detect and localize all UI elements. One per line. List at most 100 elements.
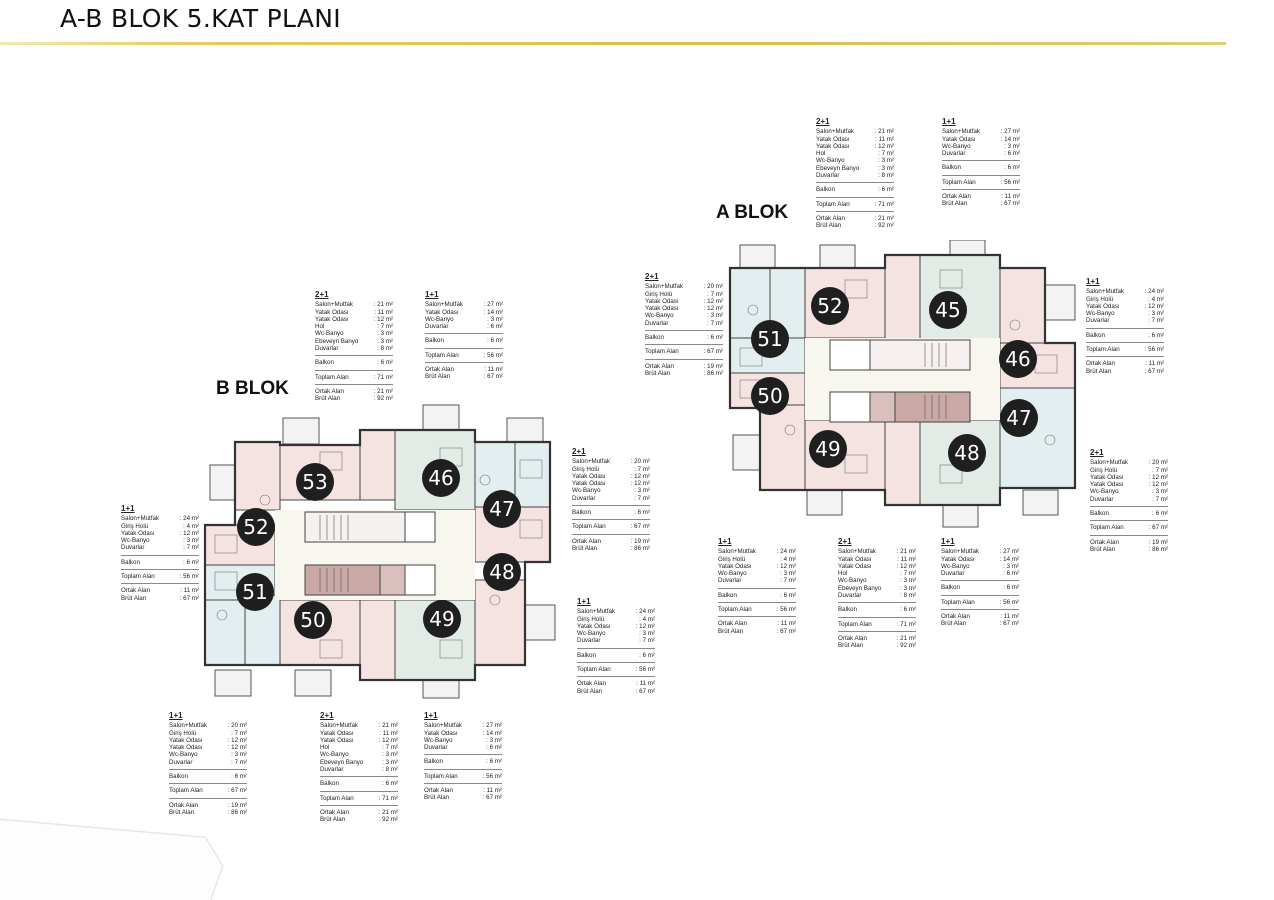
- spec-value: : 24 m²: [179, 515, 199, 523]
- spec-label: Duvarlar: [425, 323, 449, 331]
- unit-badge-53[interactable]: 53: [296, 463, 334, 501]
- spec-value: : 6 m²: [487, 323, 503, 331]
- spec-value: : 12 m²: [630, 480, 650, 488]
- spec-value: : 21 m²: [373, 301, 393, 309]
- spec-value: : 12 m²: [227, 736, 247, 744]
- spec-label: Balkon: [718, 591, 737, 599]
- spec-label: Ortak Alan: [577, 680, 606, 688]
- spec-label: Giriş Holü: [121, 522, 149, 530]
- spec-row: Brüt Alan : 86 m²: [645, 370, 723, 377]
- unit-badge-49[interactable]: 49: [809, 430, 847, 468]
- spec-row: Salon+Mutfak: 21 m²: [315, 301, 393, 308]
- spec-value: : 6 m²: [1152, 510, 1168, 518]
- spec-row: Yatak Odası: 12 m²: [572, 473, 650, 480]
- spec-value: : 3 m²: [1148, 310, 1164, 318]
- spec-row: Yatak Odası: 14 m²: [941, 556, 1019, 563]
- spec-row: Ortak Alan: 11 m²: [1086, 360, 1164, 367]
- spec-row: Wc-Banyo: 3 m²: [1090, 488, 1168, 495]
- spec-label: Yatak Odası: [315, 308, 349, 316]
- spec-label: Brüt Alan: [572, 544, 598, 552]
- unit-badge-45[interactable]: 45: [929, 291, 967, 329]
- spec-row: Toplam Alan: 71 m²: [838, 621, 916, 628]
- divider: [121, 554, 199, 556]
- spec-value: : 27 m²: [482, 722, 502, 730]
- spec-row: Brüt Alan: 92 m²: [315, 395, 393, 402]
- spec-row: Wc-Banyo: 3 m²: [424, 737, 502, 744]
- divider: [816, 210, 894, 212]
- unit-badge-50[interactable]: 50: [294, 601, 332, 639]
- unit-badge-48[interactable]: 48: [948, 434, 986, 472]
- spec-label: Giriş Holü: [577, 615, 605, 623]
- unit-badge-52[interactable]: 52: [811, 287, 849, 325]
- spec-value: : 7 m²: [707, 290, 723, 298]
- spec-value: : 19 m²: [227, 801, 247, 809]
- unit-badge-47[interactable]: 47: [483, 490, 521, 528]
- b-blok-floor-plan: [203, 404, 556, 699]
- divider: [942, 189, 1020, 191]
- spec-label: Wc-Banyo: [315, 330, 344, 338]
- spec-label: Toplam Alan: [315, 373, 349, 381]
- unit-badge-47[interactable]: 47: [1000, 399, 1038, 437]
- decorative-page-curl: [0, 818, 224, 900]
- spec-row: Ortak Alan: 11 m²: [424, 787, 502, 794]
- spec-label: Toplam Alan: [1090, 524, 1124, 532]
- spec-label: Toplam Alan: [424, 772, 458, 780]
- spec-row: Toplam Alan: 56 m²: [577, 666, 655, 673]
- divider: [315, 369, 393, 371]
- unit-badge-46[interactable]: 46: [999, 340, 1037, 378]
- spec-label: Wc-Banyo: [645, 312, 674, 320]
- spec-row: Wc-Banyo: 3 m²: [577, 630, 655, 637]
- spec-label: Brüt Alan: [838, 642, 864, 650]
- divider: [169, 769, 247, 771]
- spec-label: Balkon: [645, 334, 664, 342]
- spec-row: Brüt Alan: 86 m²: [169, 809, 247, 816]
- spec-value: : 7 m²: [231, 758, 247, 766]
- spec-label: Brüt Alan: [645, 369, 671, 377]
- spec-row: Toplam Alan: 56 m²: [941, 599, 1019, 606]
- spec-row: Toplam Alan: 71 m²: [320, 795, 398, 802]
- unit-badge-51[interactable]: 51: [751, 320, 789, 358]
- spec-value: : 92 m²: [896, 642, 916, 650]
- spec-value: : 21 m²: [896, 634, 916, 642]
- spec-value: : 6 m²: [878, 186, 894, 194]
- spec-value: : 11 m²: [897, 555, 916, 563]
- spec-row: Yatak Odası: 14 m²: [424, 730, 502, 737]
- unit-badge-46[interactable]: 46: [422, 459, 460, 497]
- divider: [577, 676, 655, 678]
- spec-value: : 7 m²: [183, 544, 199, 552]
- spec-label: Toplam Alan: [718, 606, 752, 614]
- spec-row: Duvarlar: 8 m²: [816, 172, 894, 179]
- spec-row: Yatak Odası: 11 m²: [320, 730, 398, 737]
- spec-row: Balkon: 6 m²: [121, 559, 199, 566]
- spec-row: Yatak Odası: 12 m²: [1090, 481, 1168, 488]
- spec-row: Salon+Mutfak: 27 m²: [941, 548, 1019, 555]
- page-title: A-B BLOK 5.KAT PLANI: [60, 4, 341, 33]
- spec-label: Ortak Alan: [816, 214, 845, 222]
- spec-label: Duvarlar: [645, 319, 669, 327]
- spec-label: Balkon: [1090, 510, 1109, 518]
- spec-value: : 86 m²: [703, 369, 723, 377]
- spec-row: Yatak Odası: 11 m²: [816, 136, 894, 143]
- spec-value: : 3 m²: [1003, 562, 1019, 570]
- spec-value: : 71 m²: [373, 373, 393, 381]
- spec-label: Ortak Alan: [572, 537, 601, 545]
- spec-label: Ebeveyn Banyo: [816, 164, 860, 172]
- unit-type-label: 1+1: [942, 117, 956, 126]
- spec-value: : 6 m²: [1004, 164, 1020, 172]
- spec-row: Wc-Banyo: 3 m²: [838, 577, 916, 584]
- spec-row: Toplam Alan: 56 m²: [942, 179, 1020, 186]
- unit-badge-49[interactable]: 49: [423, 600, 461, 638]
- spec-label: Toplam Alan: [169, 787, 203, 795]
- spec-label: Salon+Mutfak: [838, 548, 877, 556]
- a-blok-label: A BLOK: [716, 202, 789, 223]
- unit-badge-48[interactable]: 48: [483, 553, 521, 591]
- unit-type-label: 1+1: [424, 711, 438, 720]
- divider: [315, 383, 393, 385]
- unit-badge-52[interactable]: 52: [237, 508, 275, 546]
- spec-value: : 14 m²: [1000, 135, 1020, 143]
- unit-badge-50[interactable]: 50: [751, 377, 789, 415]
- spec-row: Duvarlar : 6 m²: [425, 323, 503, 330]
- unit-badge-51[interactable]: 51: [236, 573, 274, 611]
